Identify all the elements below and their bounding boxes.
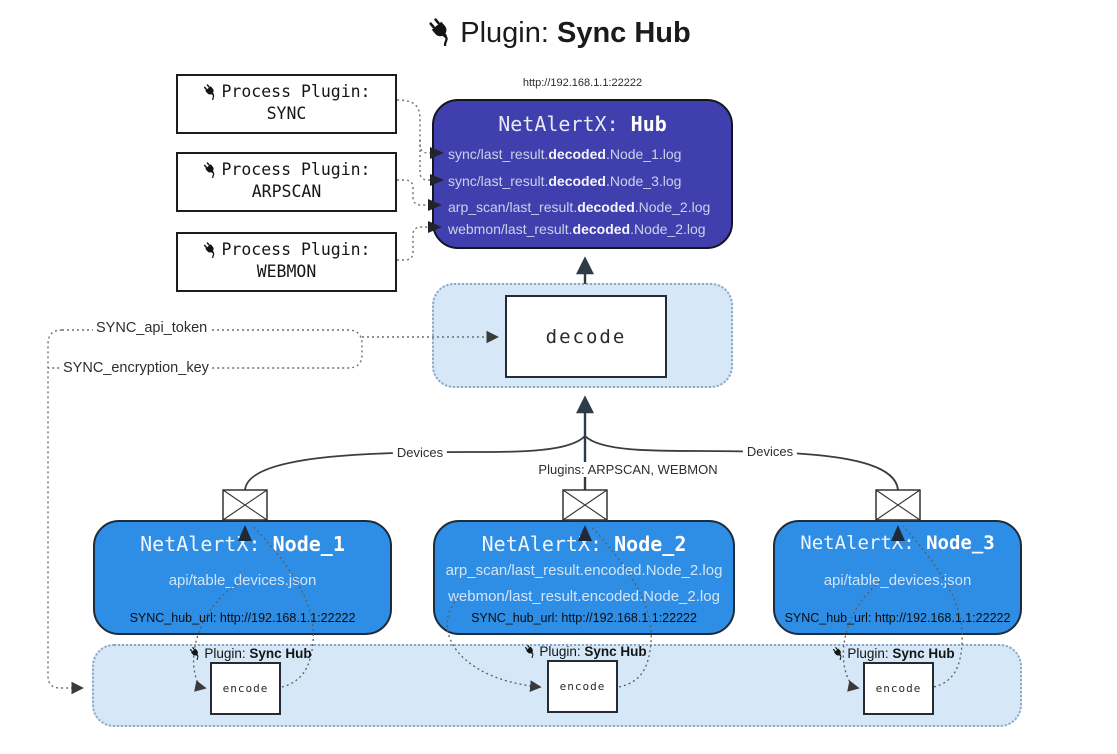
encode-box: encode — [210, 662, 281, 715]
hub-log-line: sync/last_result.decoded.Node_1.log — [448, 146, 682, 162]
plug-icon — [523, 644, 537, 658]
encode-plugin-label: Plugin: Sync Hub — [523, 644, 647, 659]
devices-edge-label-right: Devices — [742, 444, 798, 459]
hub-title-name: Hub — [630, 112, 667, 136]
hub-log-line: arp_scan/last_result.decoded.Node_2.log — [448, 199, 711, 215]
plug-icon — [202, 241, 219, 258]
node1-box: NetAlertX: Node_1 api/table_devices.json… — [93, 520, 392, 635]
hub-url-label: http://192.168.1.1:22222 — [522, 77, 643, 89]
node2-file: webmon/last_result.encoded.Node_2.log — [448, 588, 720, 605]
node2-box: NetAlertX: Node_2 arp_scan/last_result.e… — [433, 520, 735, 635]
devices-edge-label-left: Devices — [392, 445, 448, 460]
envelope-icons — [222, 489, 921, 521]
encode-box: encode — [547, 660, 618, 713]
plugin-to-hub-connectors — [396, 99, 431, 261]
sync-api-token-label: SYNC_api_token — [93, 320, 211, 336]
encode-plugin-label: Plugin: Sync Hub — [831, 646, 955, 661]
node3-hub-url: SYNC_hub_url: http://192.168.1.1:22222 — [784, 611, 1011, 625]
hub-title-prefix: NetAlertX: — [498, 112, 619, 136]
hub-log-line: webmon/last_result.decoded.Node_2.log — [448, 221, 706, 237]
plug-icon — [202, 161, 219, 178]
plug-icon — [202, 83, 219, 100]
plug-icon — [188, 646, 202, 660]
envelope-icon — [562, 489, 608, 521]
page-title: Plugin: Sync Hub — [0, 16, 1117, 50]
process-plugin-sync-box: Process Plugin: SYNC — [176, 74, 397, 134]
decode-box: decode — [505, 295, 667, 378]
envelope-icon — [875, 489, 921, 521]
hub-box: NetAlertX: Hub sync/last_result.decoded.… — [432, 99, 733, 249]
hub-log-line: sync/last_result.decoded.Node_3.log — [448, 173, 682, 189]
envelope-icon — [222, 489, 268, 521]
node3-file: api/table_devices.json — [823, 572, 972, 589]
node1-hub-url: SYNC_hub_url: http://192.168.1.1:22222 — [129, 611, 356, 625]
node1-file: api/table_devices.json — [168, 572, 317, 589]
node3-box: NetAlertX: Node_3 api/table_devices.json… — [773, 520, 1022, 635]
sync-encryption-key-label: SYNC_encryption_key — [60, 360, 212, 376]
process-plugin-arpscan-box: Process Plugin: ARPSCAN — [176, 152, 397, 212]
hub-title: NetAlertX: Hub — [434, 112, 731, 136]
plug-icon — [831, 646, 845, 660]
node2-hub-url: SYNC_hub_url: http://192.168.1.1:22222 — [471, 611, 697, 625]
encode-box: encode — [863, 662, 934, 715]
plugins-edge-label: Plugins: ARPSCAN, WEBMON — [534, 462, 722, 477]
plug-icon — [426, 16, 456, 46]
node2-file: arp_scan/last_result.encoded.Node_2.log — [445, 562, 723, 579]
process-plugin-webmon-box: Process Plugin: WEBMON — [176, 232, 397, 292]
encode-plugin-label: Plugin: Sync Hub — [188, 646, 312, 661]
